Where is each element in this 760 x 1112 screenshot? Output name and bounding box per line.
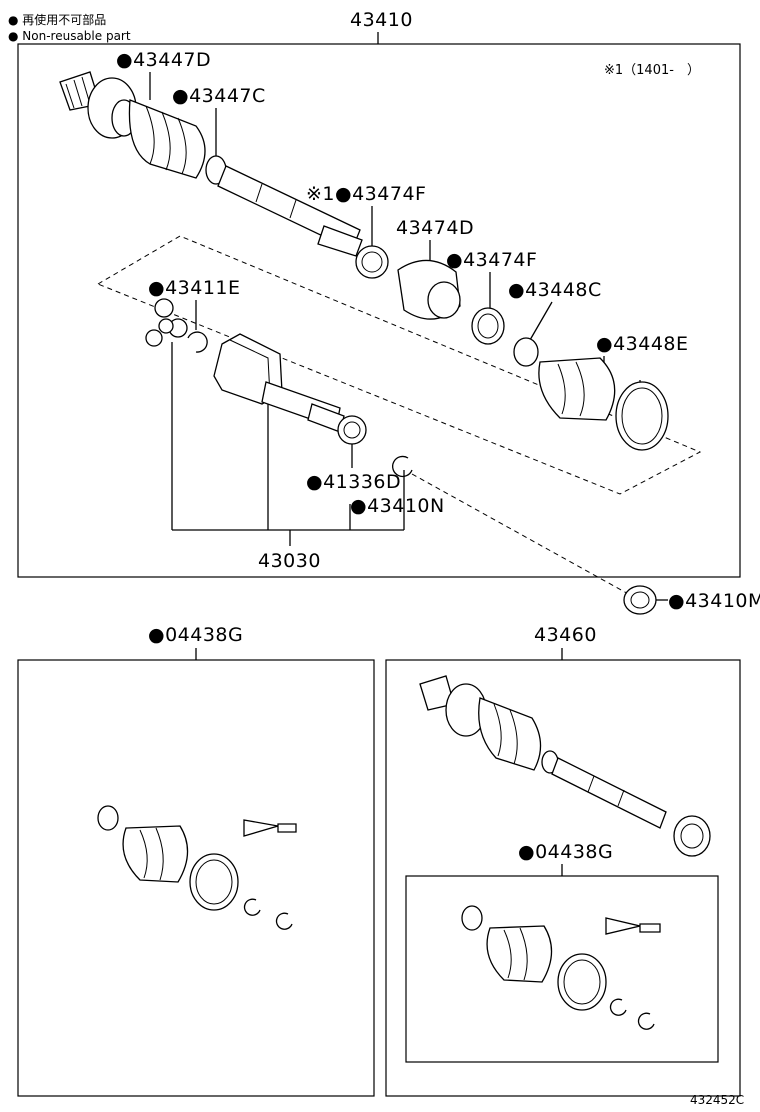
frame-04438g-left <box>17 659 375 1097</box>
legend-reusable-jp: ● 再使用不可部品 <box>8 12 106 27</box>
label-43410m[interactable]: ●43410M <box>668 590 760 612</box>
label-43474d[interactable]: 43474D <box>396 217 474 239</box>
clamp-43448c <box>513 337 539 367</box>
label-43474f-a[interactable]: ※1●43474F <box>306 183 426 205</box>
snap-ring-43411e <box>187 331 208 353</box>
label-43460[interactable]: 43460 <box>534 624 597 646</box>
label-43448c[interactable]: ●43448C <box>508 279 602 301</box>
catalog-number: 432452C <box>690 1093 744 1107</box>
boot-kit-inner[interactable] <box>461 905 661 1030</box>
inner-joint-housing[interactable] <box>213 333 345 433</box>
subassembly-outline <box>96 235 702 495</box>
label-41336d[interactable]: ●41336D <box>306 471 401 493</box>
label-43447c[interactable]: ●43447C <box>172 85 266 107</box>
label-43448e[interactable]: ●43448E <box>596 333 689 355</box>
shaft-spline <box>317 225 363 257</box>
label-43447d[interactable]: ●43447D <box>116 49 211 71</box>
legend-non-reusable: ● Non-reusable part <box>8 29 131 43</box>
label-04438g-inner[interactable]: ●04438G <box>518 841 613 863</box>
seal-41336d <box>337 415 367 445</box>
label-43030[interactable]: 43030 <box>258 550 321 572</box>
clamp-43474f-a <box>355 245 389 279</box>
label-04438g-left[interactable]: ●04438G <box>148 624 243 646</box>
drive-shaft-43460[interactable] <box>419 675 711 857</box>
frame-04438g-inner <box>405 875 719 1063</box>
boot-inner <box>538 357 616 421</box>
label-43474f-b[interactable]: ●43474F <box>446 249 537 271</box>
clamp-43474f-b <box>471 307 505 345</box>
ring-43410m <box>623 585 657 615</box>
snap-ring-43410n <box>392 455 413 478</box>
frame-43460 <box>385 659 741 1097</box>
note-1401: ※1（1401- ） <box>604 63 700 78</box>
frame-43410 <box>17 43 741 578</box>
boot-kit-left[interactable] <box>97 805 297 930</box>
label-43410n[interactable]: ●43410N <box>350 495 445 517</box>
tripod-joint[interactable] <box>145 298 188 347</box>
leader-43410m-dashed <box>411 473 633 597</box>
label-43411e[interactable]: ●43411E <box>148 277 241 299</box>
label-43410[interactable]: 43410 <box>350 9 413 31</box>
clamp-43448e <box>615 381 669 451</box>
leader-43448c <box>529 301 553 341</box>
